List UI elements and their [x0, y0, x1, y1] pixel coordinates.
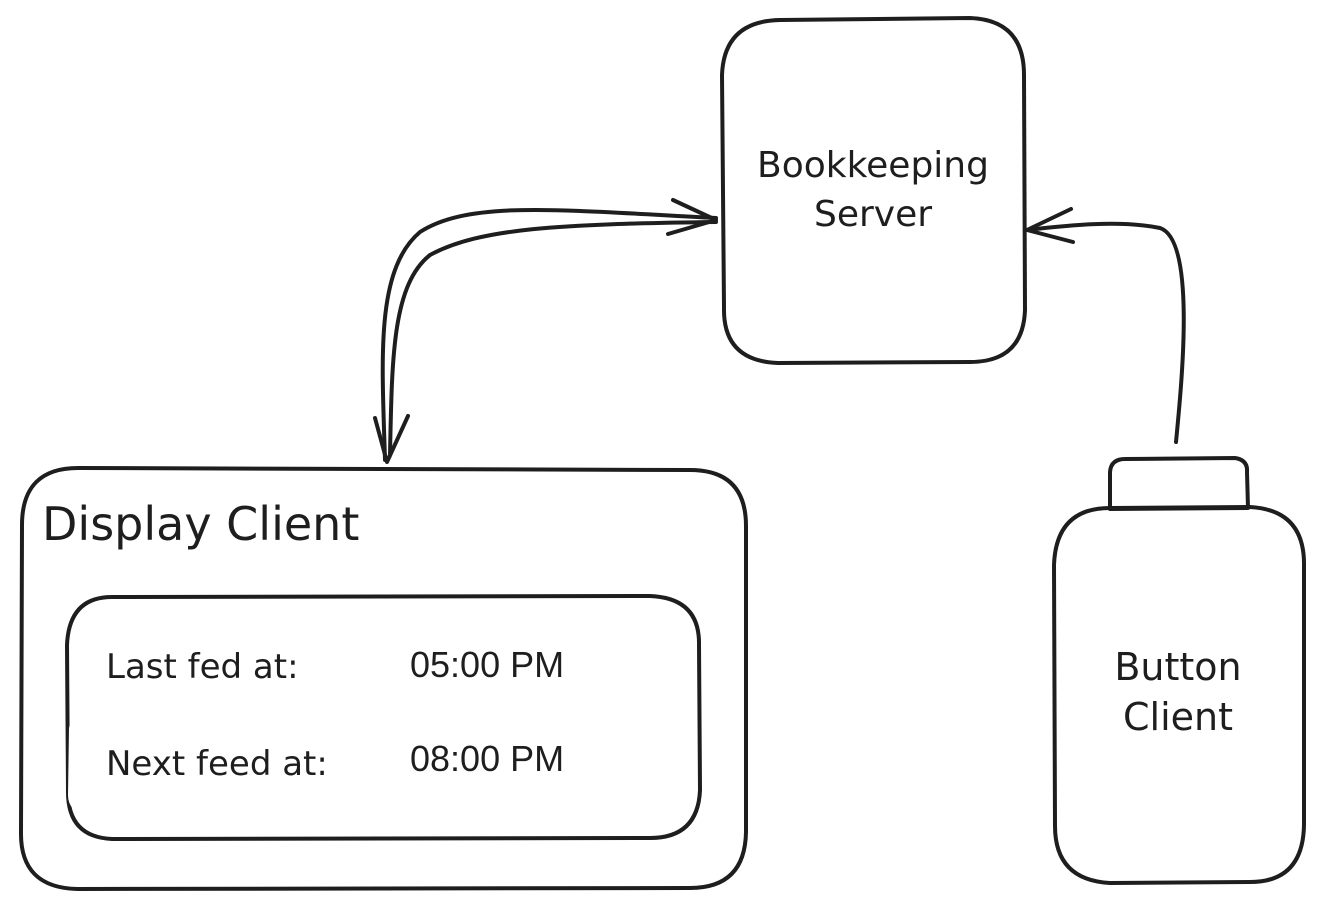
display-client-title: Display Client	[42, 497, 359, 551]
button-client-node: Button Client	[1052, 456, 1307, 885]
last-fed-label: Last fed at:	[106, 647, 299, 687]
display-client-node: Display Client Last fed at: 05:00 PM Nex…	[18, 465, 748, 891]
feed-panel-box	[65, 594, 702, 841]
arrowhead-into-server	[666, 198, 718, 236]
button-client-label-line1: Button	[1114, 645, 1241, 689]
button-cap	[1108, 456, 1250, 511]
last-fed-value: 05:00 PM	[410, 644, 564, 685]
next-feed-row-bg	[68, 710, 698, 815]
server-label-line1: Bookkeeping	[757, 145, 989, 186]
connector-line	[1025, 221, 1186, 444]
next-feed-label: Next feed at:	[106, 744, 328, 784]
feed-info-panel: Last fed at: 05:00 PM Next feed at: 08:0…	[65, 594, 702, 841]
server-box	[720, 16, 1027, 365]
display-client-box	[18, 465, 748, 891]
button-client-label-line2: Client	[1123, 695, 1233, 739]
next-feed-value: 08:00 PM	[410, 738, 564, 779]
button-body	[1052, 505, 1307, 885]
display-server-connector	[373, 198, 718, 464]
connector-line	[388, 220, 718, 457]
bookkeeping-server-node: Bookkeeping Server	[720, 16, 1027, 365]
connector-line	[380, 208, 718, 462]
arrowhead-into-server	[1025, 207, 1075, 244]
button-server-connector	[1025, 207, 1186, 444]
arrowhead-into-display	[373, 414, 410, 464]
server-label-line2: Server	[814, 194, 932, 235]
